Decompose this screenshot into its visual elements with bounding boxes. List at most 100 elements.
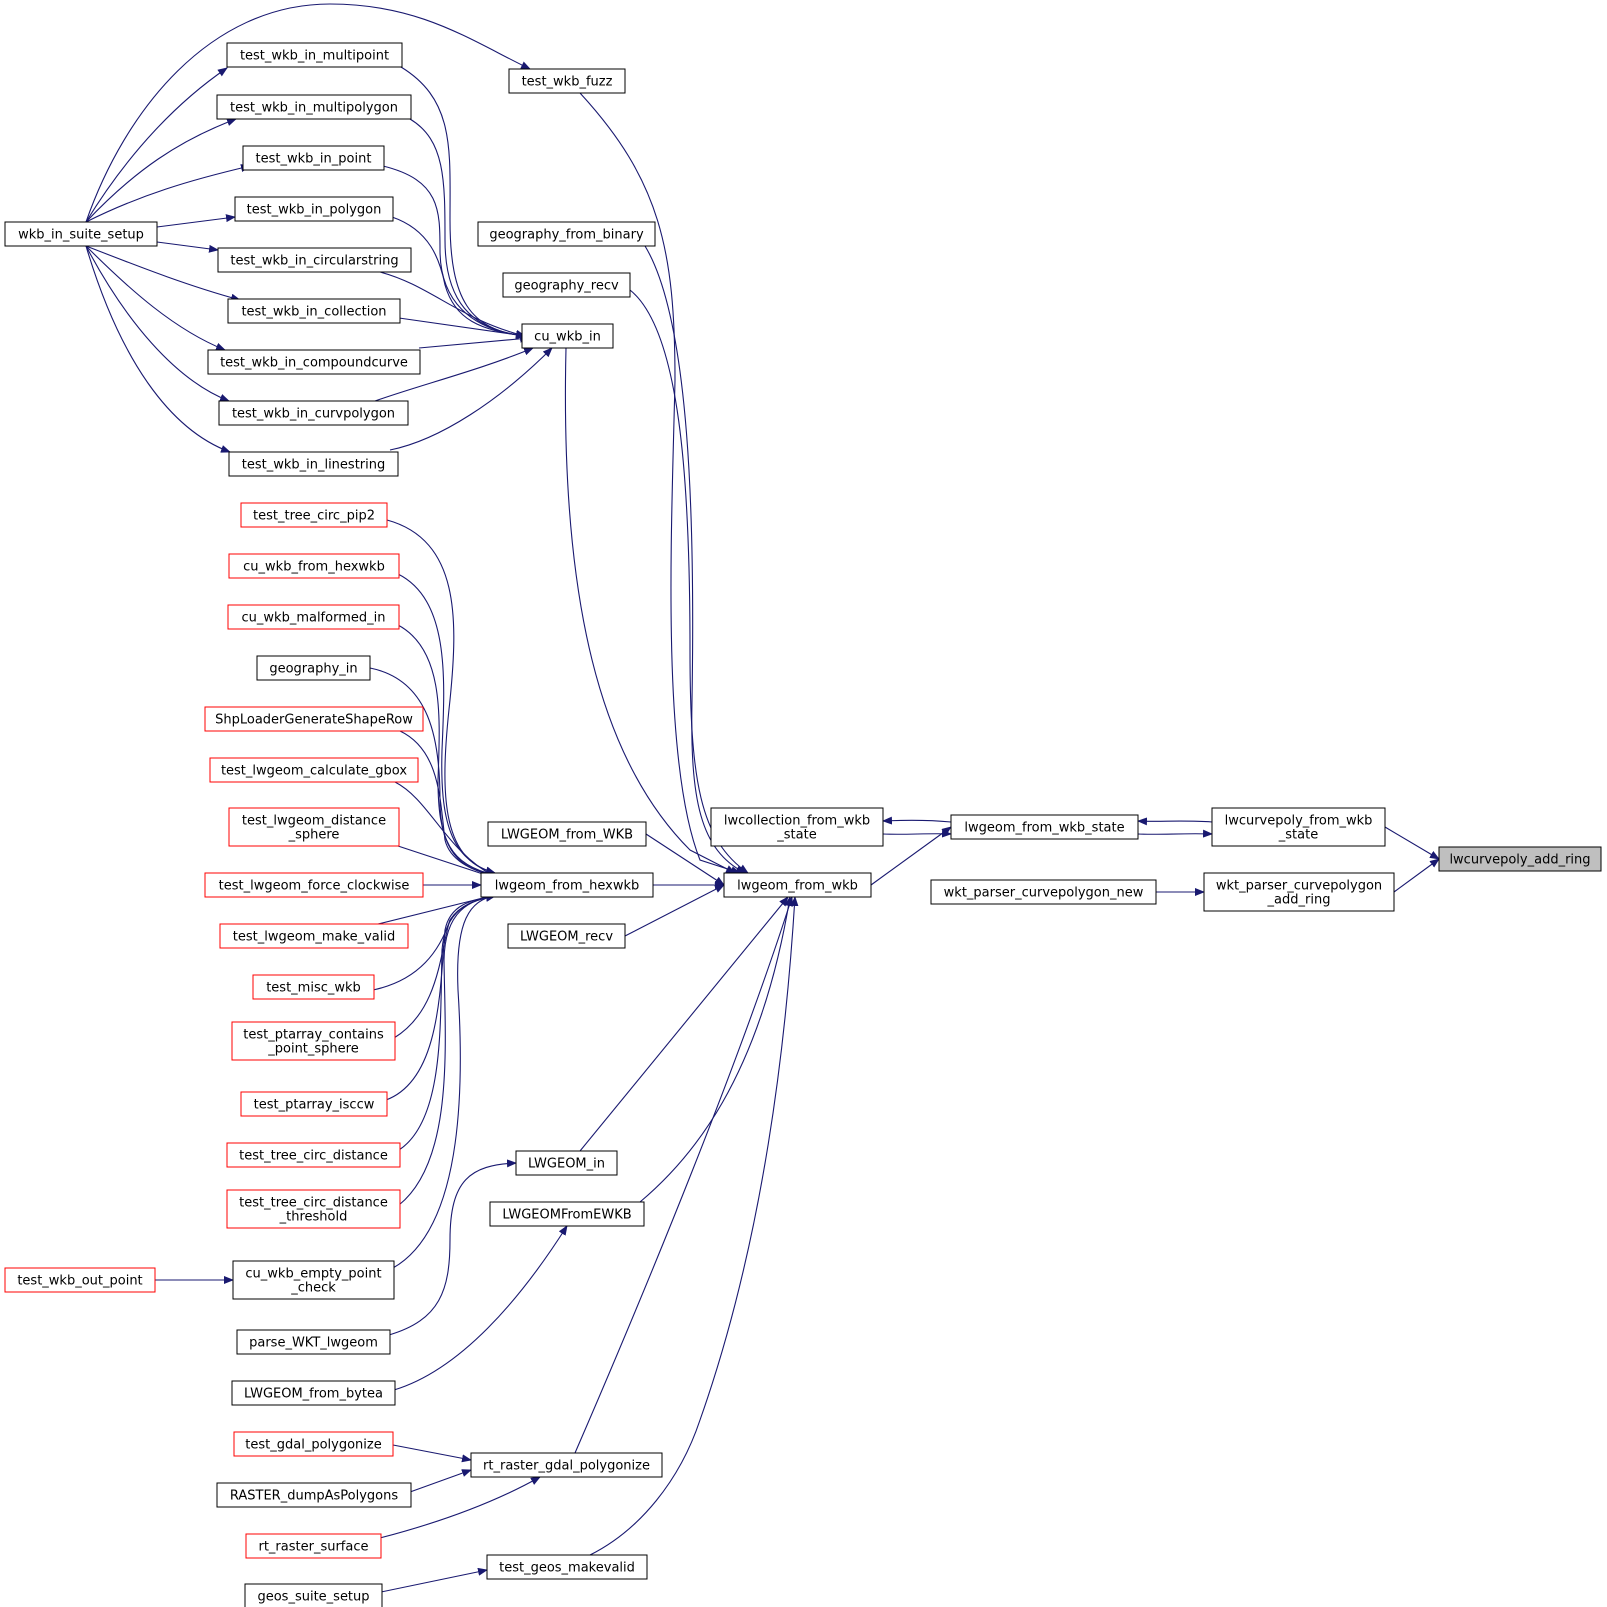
node-wkt_parser_curvepolygon_new[interactable]: wkt_parser_curvepolygon_new	[930, 879, 1157, 905]
node-ShpLoaderGenerateShapeRow[interactable]: ShpLoaderGenerateShapeRow	[204, 706, 424, 732]
edge-LWGEOM_from_WKB-to-lwgeom_from_wkb	[645, 833, 725, 886]
node-test_wkb_fuzz[interactable]: test_wkb_fuzz	[508, 68, 626, 94]
node-test_wkb_in_circularstring[interactable]: test_wkb_in_circularstring	[217, 247, 412, 273]
node-box	[486, 1554, 648, 1580]
node-test_wkb_in_linestring[interactable]: test_wkb_in_linestring	[228, 451, 399, 477]
node-test_tree_circ_distance_threshold[interactable]: test_tree_circ_distance_threshold	[226, 1189, 401, 1229]
node-lwcurvepoly_from_wkb_state[interactable]: lwcurvepoly_from_wkb_state	[1211, 807, 1386, 847]
edge-test_gdal_polygonize-to-rt_raster_gdal_polygonize	[392, 1444, 472, 1463]
node-label: cu_wkb_malformed_in	[242, 611, 386, 626]
edge-wkb_in_suite_setup-to-test_wkb_in_polygon	[156, 214, 236, 228]
node-cu_wkb_from_hexwkb[interactable]: cu_wkb_from_hexwkb	[228, 553, 400, 579]
edge-parse_WKT_lwgeom-to-LWGEOM_in	[388, 1159, 517, 1336]
node-box	[245, 1533, 382, 1559]
node-wkb_in_suite_setup[interactable]: wkb_in_suite_setup	[4, 221, 158, 247]
node-label: test_wkb_fuzz	[522, 75, 613, 90]
edge-wkt_parser_curvepolygon_add_ring-to-lwcurvepoly_add_ring	[1393, 858, 1440, 893]
node-box	[477, 221, 656, 247]
node-test_tree_circ_distance[interactable]: test_tree_circ_distance	[226, 1142, 401, 1168]
node-box	[204, 706, 424, 732]
node-label: test_wkb_out_point	[17, 1274, 142, 1289]
node-label: test_wkb_in_compoundcurve	[220, 356, 408, 371]
node-box	[242, 145, 385, 171]
node-label: _point_sphere	[267, 1042, 358, 1057]
node-label: test_lwgeom_calculate_gbox	[221, 764, 407, 779]
node-test_lwgeom_force_clockwise[interactable]: test_lwgeom_force_clockwise	[204, 872, 424, 898]
node-label: wkt_parser_curvepolygon	[1216, 879, 1382, 894]
node-LWGEOM_recv[interactable]: LWGEOM_recv	[507, 923, 626, 949]
node-test_wkb_in_multipoint[interactable]: test_wkb_in_multipoint	[226, 42, 403, 68]
node-cu_wkb_in[interactable]: cu_wkb_in	[521, 323, 614, 349]
node-lwcurvepoly_add_ring[interactable]: lwcurvepoly_add_ring	[1438, 846, 1602, 872]
node-label: LWGEOM_in	[528, 1157, 605, 1172]
edge-test_wkb_in_multipoint-to-cu_wkb_in	[400, 66, 526, 339]
node-test_wkb_in_collection[interactable]: test_wkb_in_collection	[227, 298, 401, 324]
node-test_wkb_in_point[interactable]: test_wkb_in_point	[242, 145, 385, 171]
edge-lwcurvepoly_from_wkb_state-to-lwgeom_from_wkb_state	[1137, 817, 1213, 826]
node-rt_raster_surface[interactable]: rt_raster_surface	[245, 1533, 382, 1559]
node-test_lwgeom_make_valid[interactable]: test_lwgeom_make_valid	[219, 923, 409, 949]
node-rt_raster_gdal_polygonize[interactable]: rt_raster_gdal_polygonize	[470, 1452, 663, 1478]
node-label: cu_wkb_empty_point	[245, 1267, 381, 1282]
node-layer: lwcurvepoly_add_ring lwcurvepoly_from_wkb…	[4, 42, 1602, 1607]
node-label: test_wkb_in_collection	[241, 305, 386, 320]
edge-LWGEOM_recv-to-lwgeom_from_wkb	[624, 884, 725, 937]
edge-test_wkb_in_polygon-to-cu_wkb_in	[391, 216, 526, 339]
node-box	[226, 42, 403, 68]
node-test_geos_makevalid[interactable]: test_geos_makevalid	[486, 1554, 648, 1580]
edge-lwgeom_from_wkb-to-lwgeom_from_wkb_state	[870, 826, 952, 886]
node-test_ptarray_contains_point_sphere[interactable]: test_ptarray_contains_point_sphere	[231, 1021, 396, 1061]
node-geography_from_binary[interactable]: geography_from_binary	[477, 221, 656, 247]
node-box	[218, 400, 409, 426]
node-test_wkb_in_curvpolygon[interactable]: test_wkb_in_curvpolygon	[218, 400, 409, 426]
node-wkt_parser_curvepolygon_add_ring[interactable]: wkt_parser_curvepolygon_add_ring	[1203, 872, 1395, 912]
edge-wkb_in_suite_setup-to-test_wkb_in_circularstring	[156, 241, 219, 253]
node-label: wkt_parser_curvepolygon_new	[944, 886, 1144, 901]
edge-cu_wkb_in-to-lwgeom_from_wkb	[564, 347, 736, 874]
node-test_lwgeom_calculate_gbox[interactable]: test_lwgeom_calculate_gbox	[209, 757, 419, 783]
node-test_gdal_polygonize[interactable]: test_gdal_polygonize	[233, 1431, 394, 1457]
node-lwgeom_from_hexwkb[interactable]: lwgeom_from_hexwkb	[480, 872, 654, 898]
edge-wkb_in_suite_setup-to-test_wkb_in_multipoint	[85, 67, 228, 223]
node-test_tree_circ_pip2[interactable]: test_tree_circ_pip2	[240, 502, 388, 528]
node-lwgeom_from_wkb[interactable]: lwgeom_from_wkb	[723, 872, 872, 898]
node-lwcollection_from_wkb_state[interactable]: lwcollection_from_wkb_state	[710, 807, 884, 847]
node-test_ptarray_isccw[interactable]: test_ptarray_isccw	[240, 1091, 388, 1117]
node-LWGEOMFromEWKB[interactable]: LWGEOMFromEWKB	[489, 1201, 645, 1227]
node-label: _threshold	[279, 1210, 348, 1225]
node-box	[489, 1201, 645, 1227]
edge-test_lwgeom_calculate_gbox-to-lwgeom_from_hexwkb	[394, 781, 496, 878]
node-parse_WKT_lwgeom[interactable]: parse_WKT_lwgeom	[236, 1329, 391, 1355]
node-test_wkb_out_point[interactable]: test_wkb_out_point	[4, 1267, 156, 1293]
node-cu_wkb_malformed_in[interactable]: cu_wkb_malformed_in	[227, 604, 400, 630]
node-box	[470, 1452, 663, 1478]
node-LWGEOM_in[interactable]: LWGEOM_in	[515, 1150, 618, 1176]
edge-geos_suite_setup-to-test_geos_makevalid	[380, 1567, 488, 1593]
node-test_misc_wkb[interactable]: test_misc_wkb	[252, 974, 375, 1000]
node-box	[487, 821, 647, 847]
edge-geography_recv-to-lwgeom_from_wkb	[629, 289, 749, 874]
node-geography_in[interactable]: geography_in	[256, 655, 371, 681]
node-geography_recv[interactable]: geography_recv	[502, 272, 631, 298]
node-RASTER_dumpAsPolygons[interactable]: RASTER_dumpAsPolygons	[216, 1482, 412, 1508]
node-label: geography_in	[269, 662, 357, 677]
node-cu_wkb_empty_point_check[interactable]: cu_wkb_empty_point_check	[232, 1260, 395, 1300]
node-LWGEOM_from_bytea[interactable]: LWGEOM_from_bytea	[231, 1380, 396, 1406]
node-label: lwcurvepoly_from_wkb	[1225, 814, 1373, 829]
node-box	[227, 298, 401, 324]
node-test_wkb_in_multipolygon[interactable]: test_wkb_in_multipolygon	[216, 94, 412, 120]
node-geos_suite_setup[interactable]: geos_suite_setup	[244, 1583, 383, 1607]
edge-LWGEOM_from_bytea-to-LWGEOMFromEWKB	[393, 1225, 568, 1391]
node-lwgeom_from_wkb_state[interactable]: lwgeom_from_wkb_state	[950, 814, 1139, 840]
node-LWGEOM_from_WKB[interactable]: LWGEOM_from_WKB	[487, 821, 647, 847]
node-test_wkb_in_polygon[interactable]: test_wkb_in_polygon	[234, 196, 394, 222]
node-label: test_wkb_in_curvpolygon	[232, 407, 395, 422]
node-label: test_wkb_in_linestring	[242, 458, 386, 473]
node-box	[1211, 807, 1386, 847]
node-label: test_ptarray_contains	[243, 1028, 384, 1043]
node-test_wkb_in_compoundcurve[interactable]: test_wkb_in_compoundcurve	[207, 349, 421, 375]
node-test_lwgeom_distance_sphere[interactable]: test_lwgeom_distance_sphere	[228, 807, 400, 847]
node-box	[236, 1329, 391, 1355]
node-box	[207, 349, 421, 375]
